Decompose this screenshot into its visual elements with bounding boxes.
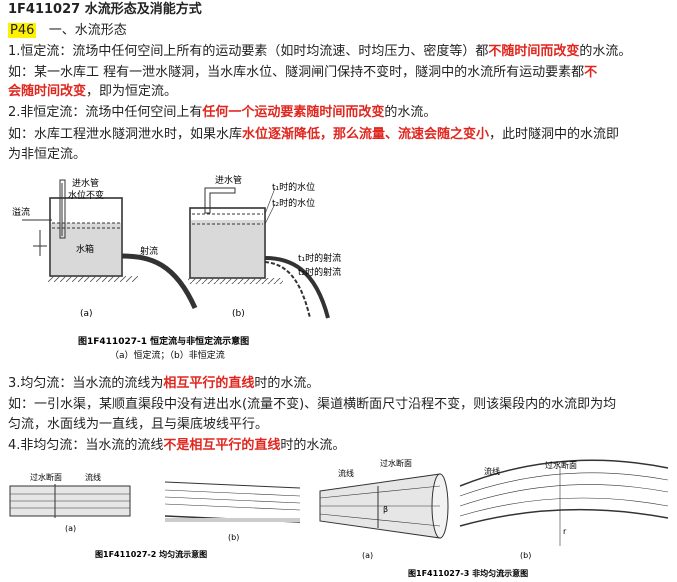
text: 3.均匀流：当水流的流线为	[8, 376, 164, 391]
key-phrase: 任何一个运动要素随时间而改变	[202, 105, 385, 120]
para-unsteady-example-cont: 为非恒定流。	[8, 147, 87, 162]
text: 如：某一水库工 程有一泄水隧洞，当水库水位、隧洞闸门保持不变时，隧洞中的水流所有…	[8, 65, 585, 80]
fig1-caption-sub: （a）恒定流；（b）非恒定流	[110, 349, 225, 361]
fig1a-level-label: 水位不变	[68, 189, 104, 201]
key-phrase: 不	[584, 65, 598, 80]
text: ，即为恒定流。	[86, 84, 178, 99]
text: 的水流。	[579, 44, 632, 59]
fig1b-t2-level-label: t₂时的水位	[272, 197, 315, 209]
fig2a-sub-label: (a)	[65, 524, 76, 533]
fig3a-sub-label: (a)	[362, 551, 373, 560]
para-steady-example: 如：某一水库工 程有一泄水隧洞，当水库水位、隧洞闸门保持不变时，隧洞中的水流所有…	[8, 63, 597, 82]
fig1b-t1-jet-label: t₁时的射流	[298, 252, 341, 264]
page-ref: P46	[8, 23, 37, 38]
section-heading: P46 一、水流形态	[8, 21, 127, 40]
text: 4.非均匀流：当水流的流线	[8, 438, 164, 453]
fig3b-stream-label: 流线	[484, 466, 500, 476]
para-steady-example-cont: 会随时间改变，即为恒定流。	[8, 82, 177, 101]
text: 的水流。	[384, 105, 437, 120]
fig1-caption: 图1F411027-1 恒定流与非恒定流示意图	[78, 335, 249, 347]
key-phrase: 不是相互平行的直线	[163, 438, 281, 453]
fig3b-diagram: 流线 过水断面 r (b)	[459, 459, 669, 560]
fig3a-section-label: 过水断面	[380, 458, 412, 468]
text: 时的水流。	[280, 438, 346, 453]
fig1b-inlet-label: 进水管	[215, 174, 242, 186]
fig1a-overflow-label: 溢流	[12, 206, 30, 218]
para-uniform-def: 3.均匀流：当水流的流线为相互平行的直线时的水流。	[8, 374, 319, 393]
fig2b-sub-label: (b)	[228, 533, 239, 542]
fig1b-sub-label: (b)	[232, 309, 245, 319]
text: 1.恒定流：流场中任何空间上所有的运动要素（如时均流速、时均压力、密度等）都	[8, 44, 489, 59]
fig2-caption: 图1F411027-2 均匀流示意图	[95, 549, 207, 559]
fig3a-diagram: 流线 过水断面 β (a)	[319, 458, 449, 560]
para-nonuniform-def: 4.非均匀流：当水流的流线不是相互平行的直线时的水流。	[8, 436, 345, 455]
key-phrase: 水位逐渐降低，那么流量、流速会随之变小	[242, 127, 490, 142]
key-phrase: 相互平行的直线	[163, 376, 255, 391]
key-phrase: 不随时间而改变	[488, 44, 580, 59]
fig1a-jet-label: 射流	[140, 245, 158, 257]
para-unsteady-example: 如：水库工程泄水隧洞泄水时，如果水库水位逐渐降低，那么流量、流速会随之变小，此时…	[8, 125, 619, 144]
para-unsteady-def: 2.非恒定流：流场中任何空间上有任何一个运动要素随时间而改变的水流。	[8, 103, 436, 122]
fig1a-tank-label: 水箱	[76, 243, 94, 255]
fig2a-diagram: 过水断面 流线 (a)	[9, 472, 131, 533]
fig3b-sub-label: (b)	[520, 551, 531, 560]
fig1a-sub-label: (a)	[80, 309, 93, 319]
fig3a-beta-label: β	[383, 505, 388, 514]
figure-uniform-nonuniform: 过水断面 流线 (a) (b) 图1F411027-2 均匀流示意图 流线 过水…	[9, 458, 669, 578]
section-title: 一、水流形态	[48, 23, 127, 38]
fig2a-section-label: 过水断面	[30, 472, 62, 482]
fig1b-t2-jet-label: t₂时的射流	[298, 266, 341, 278]
fig2a-stream-label: 流线	[85, 472, 101, 482]
text: 如：水库工程泄水隧洞泄水时，如果水库	[8, 127, 243, 142]
fig3a-stream-label: 流线	[338, 468, 354, 478]
text: 时的水流。	[254, 376, 320, 391]
para-uniform-example: 如：一引水渠，某顺直渠段中没有进出水(流量不变)、渠道横断面尺寸沿程不变，则该渠…	[8, 397, 617, 412]
fig2b-diagram: (b)	[164, 481, 301, 542]
fig1b-t1-level-label: t₁时的水位	[272, 181, 315, 193]
para-uniform-example-cont: 匀流，水面线为一直线，且与渠底坡线平行。	[8, 417, 269, 432]
para-steady-def: 1.恒定流：流场中任何空间上所有的运动要素（如时均流速、时均压力、密度等）都不随…	[8, 42, 631, 61]
key-phrase: 会随时间改变	[8, 84, 87, 99]
fig3b-section-label: 过水断面	[545, 460, 577, 470]
text: 2.非恒定流：流场中任何空间上有	[8, 105, 203, 120]
fig3-caption: 图1F411027-3 非均匀流示意图	[408, 568, 528, 578]
fig1a-diagram: 进水管 水位不变 溢流 水箱 射流 (a)	[12, 177, 198, 319]
doc-title: 1F411027 水流形态及消能方式	[8, 2, 202, 17]
figure-steady-unsteady: 进水管 水位不变 溢流 水箱 射流 (a) 进水管 t₁时的水位 t₂时的水位 …	[12, 174, 341, 361]
fig3b-r-label: r	[563, 527, 567, 536]
fig1a-inlet-label: 进水管	[72, 177, 99, 189]
fig1b-diagram: 进水管 t₁时的水位 t₂时的水位 t₁时的射流 t₂时的射流 (b)	[188, 174, 341, 319]
text: ，此时隧洞中的水流即	[489, 127, 620, 142]
